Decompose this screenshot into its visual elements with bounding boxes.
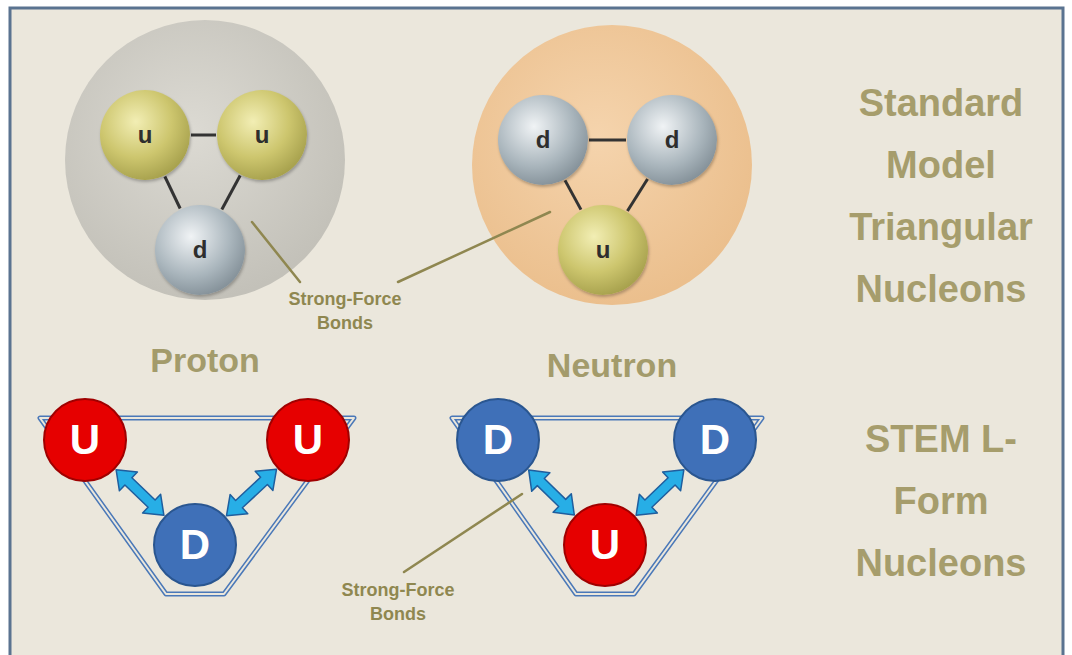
- l-form-outline: [40, 418, 354, 594]
- nucleon-name: Neutron: [547, 346, 677, 384]
- quark-letter: d: [193, 238, 208, 262]
- quark-letter: U: [70, 419, 100, 461]
- quark-letter: u: [138, 123, 153, 147]
- name-label-holder: Proton: [25, 340, 385, 380]
- frame: [10, 8, 1063, 655]
- quark-letter: D: [483, 419, 513, 461]
- quark-letter: D: [700, 419, 730, 461]
- quark-letter: d: [665, 128, 680, 152]
- down-quark: d: [155, 205, 245, 295]
- bond-label: Strong-Force Bonds: [270, 287, 420, 335]
- leader-line: [404, 494, 522, 572]
- down-quark: d: [498, 95, 588, 185]
- proton: Protonuud: [65, 20, 345, 300]
- double-arrow-bond: [636, 470, 684, 516]
- up-quark: U: [43, 398, 127, 482]
- outline-inner: [452, 418, 762, 594]
- up-quark: U: [266, 398, 350, 482]
- quark-letter: D: [180, 524, 210, 566]
- up-quark: u: [100, 90, 190, 180]
- double-arrow-bond: [529, 470, 575, 515]
- outline-outer: [452, 418, 762, 594]
- leader-lines: [252, 212, 550, 572]
- model-heading: STEM L-Form Nucleons: [822, 408, 1060, 594]
- quark-letter: U: [590, 524, 620, 566]
- bond-label: Strong-Force Bonds: [323, 578, 473, 626]
- down-quark: D: [673, 398, 757, 482]
- nucleon-name: Proton: [150, 341, 260, 379]
- up-quark: u: [558, 205, 648, 295]
- nucleon-shape: [472, 25, 752, 305]
- nucleon-shape: [65, 20, 345, 300]
- down-quark: D: [456, 398, 540, 482]
- double-arrow-bond: [116, 470, 164, 516]
- neutron: Neutronddu: [472, 25, 752, 305]
- up-quark: u: [217, 90, 307, 180]
- down-quark: D: [153, 503, 237, 587]
- model-heading: Standard Model Triangular Nucleons: [822, 72, 1060, 320]
- up-quark: U: [563, 503, 647, 587]
- down-quark: d: [627, 95, 717, 185]
- outline-inner: [40, 418, 354, 594]
- quark-letter: u: [255, 123, 270, 147]
- name-label-holder: Neutron: [432, 345, 792, 385]
- quark-letter: d: [536, 128, 551, 152]
- double-arrow-bond: [227, 469, 277, 515]
- l-form-outline: [452, 418, 762, 594]
- quark-letter: U: [293, 419, 323, 461]
- quark-letter: u: [596, 238, 611, 262]
- outline-outer: [40, 418, 354, 594]
